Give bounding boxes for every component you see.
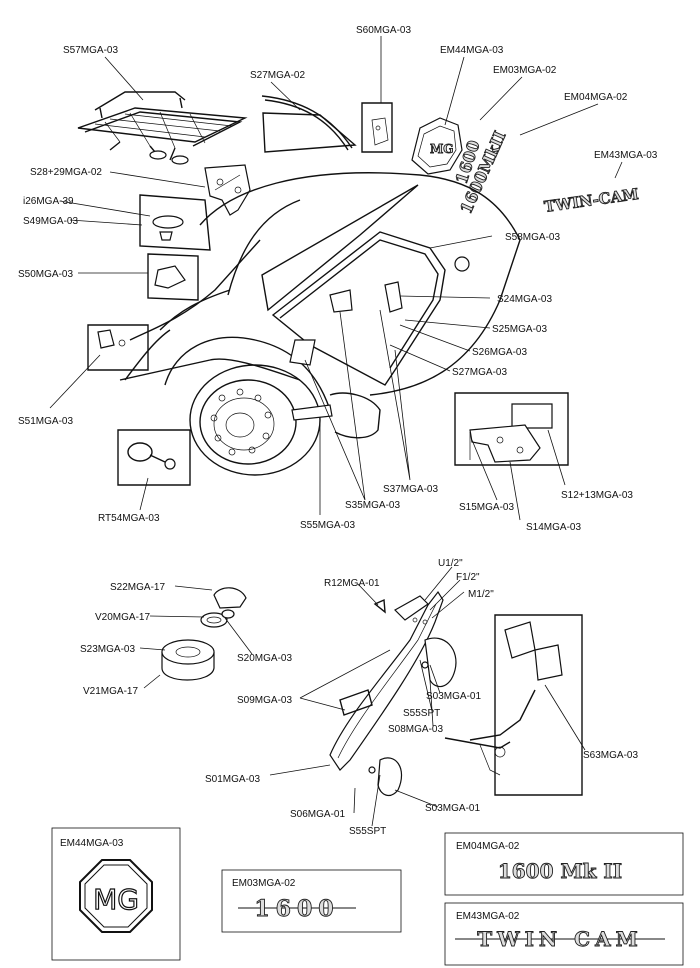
- fastener-icon: [139, 194, 211, 251]
- badge-twin-cam: TWIN-CAM: [543, 184, 641, 216]
- label-em04: EM04MGA-02: [564, 92, 628, 103]
- label-s09: S09MGA-03: [237, 695, 292, 706]
- inset-em43-title: EM43MGA-02: [456, 911, 520, 922]
- knob-icon: [87, 324, 149, 371]
- label-s01: S01MGA-03: [205, 774, 260, 785]
- mg-octagon-badge-icon: MG: [411, 117, 463, 175]
- label-em03: EM03MGA-02: [493, 65, 557, 76]
- label-s27b: S27MGA-03: [452, 367, 507, 378]
- label-s49: S49MGA-03: [23, 216, 78, 227]
- hinge-plate-icon: [361, 102, 393, 153]
- label-v20: V20MGA-17: [95, 612, 150, 623]
- label-s25: S25MGA-03: [492, 324, 547, 335]
- inset-em44: EM44MGA-03 MG: [51, 827, 181, 961]
- label-s06: S06MGA-01: [290, 809, 345, 820]
- fuel-filler-assembly: [161, 587, 247, 681]
- label-s55spt-b: S55SPT: [349, 826, 386, 837]
- inset-em43: EM43MGA-02 TWIN CAM: [444, 902, 684, 966]
- bracket-assembly-inset: [444, 614, 583, 796]
- label-s55: S55MGA-03: [300, 520, 355, 531]
- label-s26: S26MGA-03: [472, 347, 527, 358]
- label-s15: S15MGA-03: [459, 502, 514, 513]
- label-rt54: RT54MGA-03: [98, 513, 160, 524]
- label-m12: M1/2": [468, 589, 494, 600]
- label-i26: i26MGA-39: [23, 196, 74, 207]
- badge-twin-cam-text: TWIN-CAM: [543, 185, 640, 216]
- mg-letters: MG: [430, 142, 454, 156]
- mg-logo-text: MG: [93, 883, 139, 916]
- trunk-seal-strip: [261, 95, 357, 153]
- car-body-rear: [119, 172, 521, 476]
- label-s55spt-a: S55SPT: [403, 708, 440, 719]
- label-s03b: S03MGA-01: [425, 803, 480, 814]
- inset-em04-title: EM04MGA-02: [456, 841, 520, 852]
- label-s58: S58MGA-03: [505, 232, 560, 243]
- hinge-bracket-icon: [204, 164, 251, 216]
- fuel-cap-icon: [117, 429, 191, 486]
- label-s23: S23MGA-03: [80, 644, 135, 655]
- bracket-inset: [454, 392, 569, 466]
- label-s50: S50MGA-03: [18, 269, 73, 280]
- label-s22: S22MGA-17: [110, 582, 165, 593]
- label-s03a: S03MGA-01: [426, 691, 481, 702]
- label-s57: S57MGA-03: [63, 45, 118, 56]
- label-s37: S37MGA-03: [383, 484, 438, 495]
- label-v21: V21MGA-17: [83, 686, 138, 697]
- label-u12: U1/2": [438, 558, 463, 569]
- inset-em03: EM03MGA-02 1600: [221, 869, 402, 933]
- label-r12: R12MGA-01: [324, 578, 380, 589]
- label-s51: S51MGA-03: [18, 416, 73, 427]
- badge-1600-inset: 1600: [254, 896, 339, 922]
- label-s60: S60MGA-03: [356, 25, 411, 36]
- inset-em44-title: EM44MGA-03: [60, 838, 124, 849]
- label-em44: EM44MGA-03: [440, 45, 504, 56]
- label-s14: S14MGA-03: [526, 522, 581, 533]
- badge-twin-cam-inset: TWIN CAM: [477, 927, 643, 951]
- part-labels: S57MGA-03 S60MGA-03 EM44MGA-03 EM03MGA-0…: [18, 25, 658, 837]
- luggage-rack-icon: [77, 91, 248, 165]
- label-em43: EM43MGA-03: [594, 150, 658, 161]
- label-s12: S12+13MGA-03: [561, 490, 633, 501]
- label-s20: S20MGA-03: [237, 653, 292, 664]
- label-s24: S24MGA-03: [497, 294, 552, 305]
- label-s27a: S27MGA-02: [250, 70, 305, 81]
- label-s08: S08MGA-03: [388, 724, 443, 735]
- bumper-icon: [329, 590, 457, 797]
- badge-mk2-inset: 1600 Mk II: [498, 859, 622, 883]
- leader-lines: [49, 36, 623, 827]
- inset-em03-title: EM03MGA-02: [232, 878, 296, 889]
- wheel-icon: [210, 388, 272, 456]
- label-s63: S63MGA-03: [583, 750, 638, 761]
- clip-icon: [147, 253, 199, 301]
- label-f12: F1/2": [456, 572, 480, 583]
- label-s35: S35MGA-03: [345, 500, 400, 511]
- label-s28: S28+29MGA-02: [30, 167, 102, 178]
- inset-em04: EM04MGA-02 1600 Mk II: [444, 832, 684, 896]
